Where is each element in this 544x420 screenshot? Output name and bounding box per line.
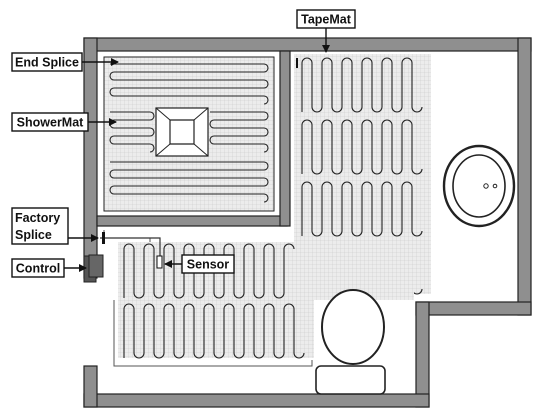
tapemat-cable-band-1 (301, 57, 423, 113)
label-factory-splice: Factory Splice (11, 207, 99, 245)
tapemat-cable-band-3 (301, 181, 423, 237)
tapemat-lower-area (118, 242, 414, 359)
showermat-cable-right (209, 111, 269, 153)
sensor-marker (156, 255, 163, 269)
svg-text:ShowerMat: ShowerMat (17, 116, 85, 130)
svg-text:Splice: Splice (15, 228, 52, 242)
room-walls (83, 37, 532, 408)
tapemat-cable-lower-band-2 (123, 303, 305, 359)
tapemat-end-marker (296, 58, 298, 68)
lead-wire (100, 237, 161, 256)
sink (442, 144, 516, 228)
svg-text:End Splice: End Splice (15, 56, 79, 70)
tapemat-cable-band-2 (301, 119, 423, 175)
svg-text:Control: Control (16, 262, 60, 276)
svg-text:TapeMat: TapeMat (301, 13, 352, 27)
svg-text:Factory: Factory (15, 211, 60, 225)
label-sensor: Sensor (164, 254, 235, 274)
label-showermat: ShowerMat (11, 112, 117, 132)
factory-splice-marker (102, 232, 105, 244)
control-thermostat (83, 254, 104, 283)
label-tapemat: TapeMat (296, 9, 356, 53)
tapemat-cable-lower-band-1 (123, 243, 295, 299)
showermat-cable (109, 63, 269, 203)
showermat-cable-bottom (109, 161, 269, 203)
showermat-area (103, 56, 275, 212)
svg-text:Sensor: Sensor (187, 258, 230, 272)
showermat-cable-top (109, 63, 269, 105)
tapemat-cable-lower (123, 243, 305, 359)
showermat-cable-left (109, 111, 155, 153)
shower-drain (155, 107, 209, 157)
label-control: Control (11, 258, 87, 278)
label-end-splice: End Splice (11, 52, 119, 72)
toilet (315, 289, 386, 395)
